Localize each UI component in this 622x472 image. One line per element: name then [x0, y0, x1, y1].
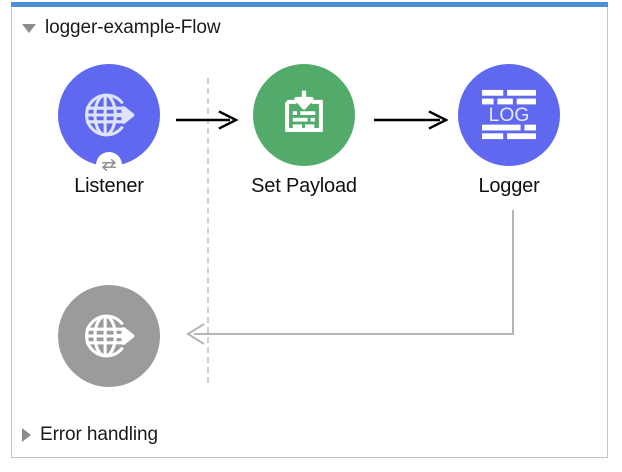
- exchange-arrows-badge: [96, 152, 122, 178]
- node-icon-circle[interactable]: [58, 285, 160, 387]
- connector-set-payload-to-logger: [374, 110, 449, 130]
- globe-arrow-icon: [85, 93, 135, 137]
- flow-node-logger[interactable]: LOG Logger: [457, 64, 561, 198]
- flow-title: logger-example-Flow: [45, 17, 221, 38]
- flow-node-set-payload[interactable]: Set Payload: [251, 64, 357, 198]
- selection-accent-bar: [11, 2, 608, 7]
- flow-node-error-listener[interactable]: [57, 285, 161, 396]
- node-label: Set Payload: [251, 175, 357, 197]
- flow-header[interactable]: logger-example-Flow: [22, 16, 221, 40]
- error-handling-header[interactable]: Error handling: [22, 423, 158, 447]
- triangle-down-icon[interactable]: [22, 23, 36, 33]
- flow-node-listener[interactable]: Listener: [57, 64, 161, 198]
- node-icon-circle[interactable]: [58, 64, 160, 178]
- log-icon-text: LOG: [489, 105, 530, 126]
- triangle-right-icon[interactable]: [22, 428, 31, 442]
- connector-listener-to-set-payload: [176, 110, 239, 130]
- globe-arrow-icon: [85, 314, 135, 358]
- node-label: Logger: [478, 175, 540, 197]
- node-icon-circle[interactable]: [253, 64, 355, 166]
- error-handling-title: Error handling: [40, 424, 158, 445]
- connector-logger-to-error-listener: [186, 210, 514, 345]
- exchange-arrows-icon: [101, 159, 117, 171]
- node-label: Listener: [74, 175, 144, 197]
- log-lines-icon: LOG: [482, 89, 536, 140]
- document-download-icon: [285, 90, 323, 132]
- source-separator-line: [207, 78, 209, 383]
- node-icon-circle[interactable]: LOG: [458, 64, 560, 166]
